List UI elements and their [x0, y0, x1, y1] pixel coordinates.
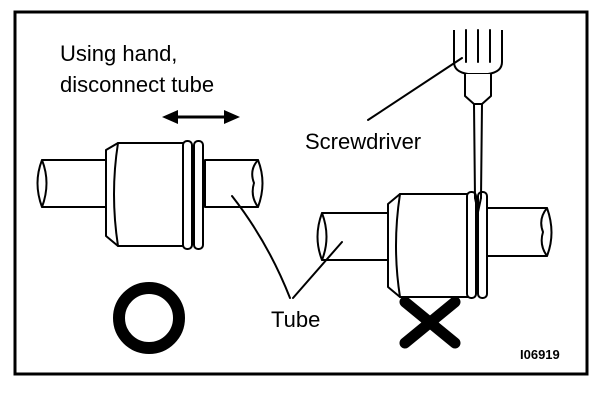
tube-leader-line-left — [231, 195, 291, 299]
instruction-label-line2: disconnect tube — [60, 72, 214, 97]
screwdriver-label: Screwdriver — [305, 129, 421, 154]
incorrect-x-symbol — [399, 296, 461, 349]
tube-leader-line-right — [292, 241, 343, 299]
figure-code: I06919 — [520, 347, 560, 362]
tube-assembly-incorrect — [316, 191, 553, 299]
screwdriver-leader-line — [367, 57, 463, 121]
disconnect-direction-arrow — [162, 110, 240, 124]
screwdriver — [453, 29, 503, 213]
instruction-label-line1: Using hand, — [60, 41, 177, 66]
tube-assembly-correct — [36, 140, 264, 250]
correct-circle-symbol — [113, 282, 185, 354]
figure-frame — [13, 10, 589, 376]
tube-label: Tube — [271, 307, 320, 332]
